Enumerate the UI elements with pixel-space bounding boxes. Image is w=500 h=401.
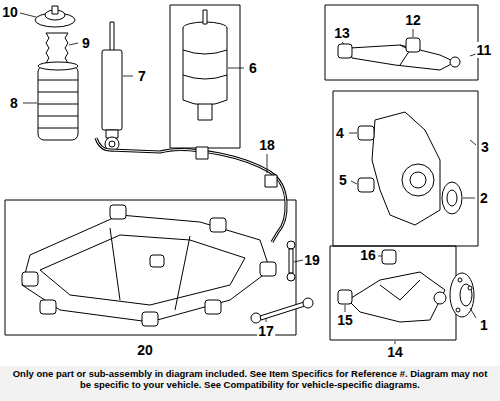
wheel-hub xyxy=(450,273,474,317)
leader-line xyxy=(20,13,476,344)
callout-number: 12 xyxy=(404,12,422,28)
stabilizer-link xyxy=(287,241,295,281)
lower-control-arm xyxy=(338,250,446,322)
callout-number: 3 xyxy=(480,139,490,155)
wheel-bearing xyxy=(442,182,462,214)
shock-absorber xyxy=(102,22,122,151)
toe-link xyxy=(251,298,313,323)
subframe xyxy=(22,205,276,326)
callout-number: 4 xyxy=(335,125,345,141)
bump-stop xyxy=(46,33,68,63)
callout-number: 16 xyxy=(359,247,377,263)
callout-number: 19 xyxy=(303,252,321,268)
knuckle xyxy=(358,112,440,225)
group-frame xyxy=(325,5,478,80)
group-frame xyxy=(5,200,296,335)
group-frame xyxy=(170,5,240,148)
callout-number: 5 xyxy=(338,172,348,188)
callout-number: 10 xyxy=(1,4,19,20)
callout-number: 15 xyxy=(336,312,354,328)
callout-number: 9 xyxy=(81,35,91,51)
callout-number: 6 xyxy=(248,60,258,76)
callout-number: 13 xyxy=(333,25,351,41)
dust-boot xyxy=(38,62,78,140)
group-frame xyxy=(333,91,478,246)
bar-bushing xyxy=(196,147,277,187)
upper-control-arm xyxy=(338,38,460,70)
top-mount xyxy=(35,6,75,27)
group-frame xyxy=(330,246,456,340)
callout-number: 18 xyxy=(258,137,276,153)
callout-number: 17 xyxy=(257,323,275,339)
callout-number: 14 xyxy=(386,344,404,360)
callout-number: 2 xyxy=(479,190,489,206)
callout-number: 8 xyxy=(9,95,19,111)
air-spring xyxy=(183,10,227,120)
disclaimer-caption: Only one part or sub-assembly in diagram… xyxy=(0,366,500,401)
callout-number: 20 xyxy=(136,342,154,358)
callout-number: 11 xyxy=(476,42,493,58)
callout-number: 1 xyxy=(479,317,489,333)
callout-number: 7 xyxy=(137,68,147,84)
